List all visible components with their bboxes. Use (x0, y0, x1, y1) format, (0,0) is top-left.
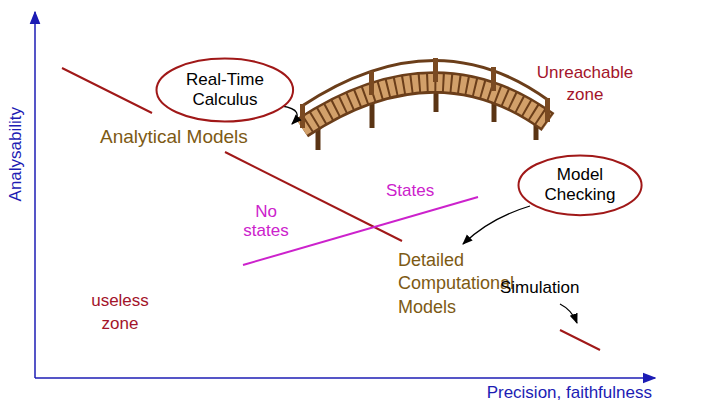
bridge-planks (302, 82, 548, 128)
leader-arrow (560, 304, 577, 323)
ellipse-node: Real-Time Calculus (155, 57, 295, 123)
bridge-post (491, 67, 496, 91)
bridge-deck (302, 82, 548, 128)
x-axis (35, 377, 655, 379)
tradeoff-line (62, 68, 152, 113)
bridge-post (369, 71, 374, 95)
bridge-post (300, 104, 305, 128)
ellipse-node: Model Checking (517, 154, 643, 217)
zone-label: Unreachable zone (535, 62, 635, 106)
node-label: Model Checking (537, 165, 623, 204)
region-label: No states (236, 203, 296, 240)
bridge-post (433, 58, 438, 82)
annotation: Simulation (500, 278, 600, 298)
bridge-illustration (300, 58, 550, 150)
axis-title: Precision, faithfulness (440, 383, 652, 403)
ellipse-shape (157, 59, 294, 122)
axis-title: Analysability (6, 89, 26, 219)
node-label: Real-Time Calculus (177, 70, 273, 109)
tradeoff-line (560, 330, 600, 350)
leader-arrow (282, 106, 297, 124)
ellipse-shape (518, 155, 641, 215)
zone-label: useless zone (78, 290, 162, 336)
bridge-post (545, 98, 550, 122)
bridge-railing (302, 60, 548, 106)
leader-arrow (463, 206, 530, 244)
region-label: Analytical Models (100, 126, 300, 149)
region-label: States (386, 181, 456, 201)
y-axis (34, 12, 36, 378)
